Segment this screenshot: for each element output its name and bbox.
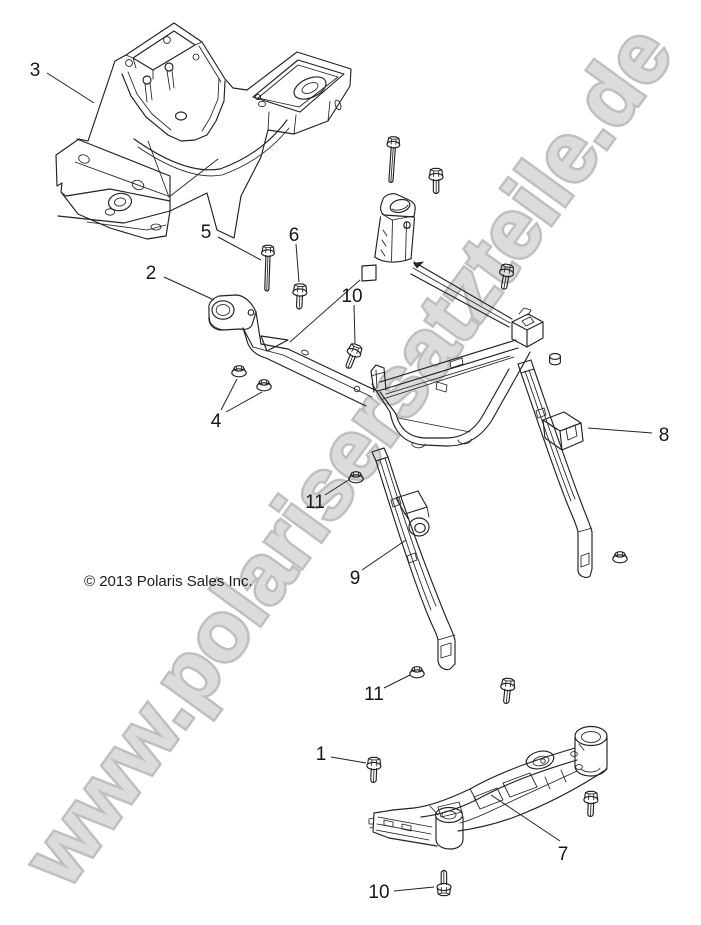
part-7-lower-cross-member <box>368 725 608 850</box>
callout-6: 6 <box>289 225 300 246</box>
callout-8: 8 <box>659 425 670 446</box>
callout-labels: 3 5 6 2 10 4 8 11 9 11 1 7 10 <box>30 60 670 903</box>
leader-line-4 <box>163 276 215 301</box>
leader-line-6 <box>220 378 238 411</box>
callout-3: 3 <box>30 60 41 81</box>
bolt-6 <box>291 282 308 310</box>
callout-10-upper: 10 <box>341 286 362 307</box>
nut-8-lower <box>612 551 628 564</box>
bolt-10-lower <box>436 869 452 897</box>
leader-line-1 <box>46 72 95 104</box>
leader-line-10 <box>361 539 407 571</box>
callout-5: 5 <box>201 222 212 243</box>
leader-line-14 <box>393 886 435 892</box>
bolt-under-7 <box>582 790 599 818</box>
leader-line-8 <box>587 427 653 434</box>
leader-line-13 <box>490 794 561 842</box>
leader-lines <box>46 72 653 892</box>
callout-10-lower: 10 <box>368 882 389 903</box>
spacer-nut-8 <box>549 352 561 366</box>
callout-4: 4 <box>211 411 222 432</box>
leader-line-11 <box>383 674 411 689</box>
bolt-mid-short <box>498 677 517 705</box>
callout-11-upper: 11 <box>305 492 325 513</box>
part-2-upper-cross-member <box>208 193 544 449</box>
leader-line-12 <box>330 756 367 764</box>
nut-4-b <box>256 379 272 392</box>
bolt-top-short <box>428 167 444 195</box>
copyright-text: © 2013 Polaris Sales Inc. <box>84 573 253 590</box>
nut-11-lower <box>409 666 425 679</box>
callout-7: 7 <box>558 844 569 865</box>
part-3-front-rack-support <box>55 22 352 240</box>
leader-line-7 <box>225 391 263 413</box>
leader-line-5 <box>353 304 356 344</box>
bolt-5 <box>259 244 276 292</box>
bolt-1 <box>365 756 382 784</box>
part-9-support-brace-left <box>371 447 456 671</box>
callout-2: 2 <box>146 263 157 284</box>
leader-line-3 <box>295 243 300 283</box>
leader-line-2 <box>217 236 262 261</box>
leader-line-9 <box>324 478 351 496</box>
bolt-long-top <box>383 135 401 184</box>
part-8-support-brace-right <box>517 359 593 578</box>
watermark-text: www.polarisersatzteile.de <box>5 9 690 902</box>
callout-11-lower: 11 <box>364 684 384 705</box>
callout-9: 9 <box>350 568 361 589</box>
callout-1: 1 <box>316 744 327 765</box>
nut-4-a <box>231 365 247 378</box>
